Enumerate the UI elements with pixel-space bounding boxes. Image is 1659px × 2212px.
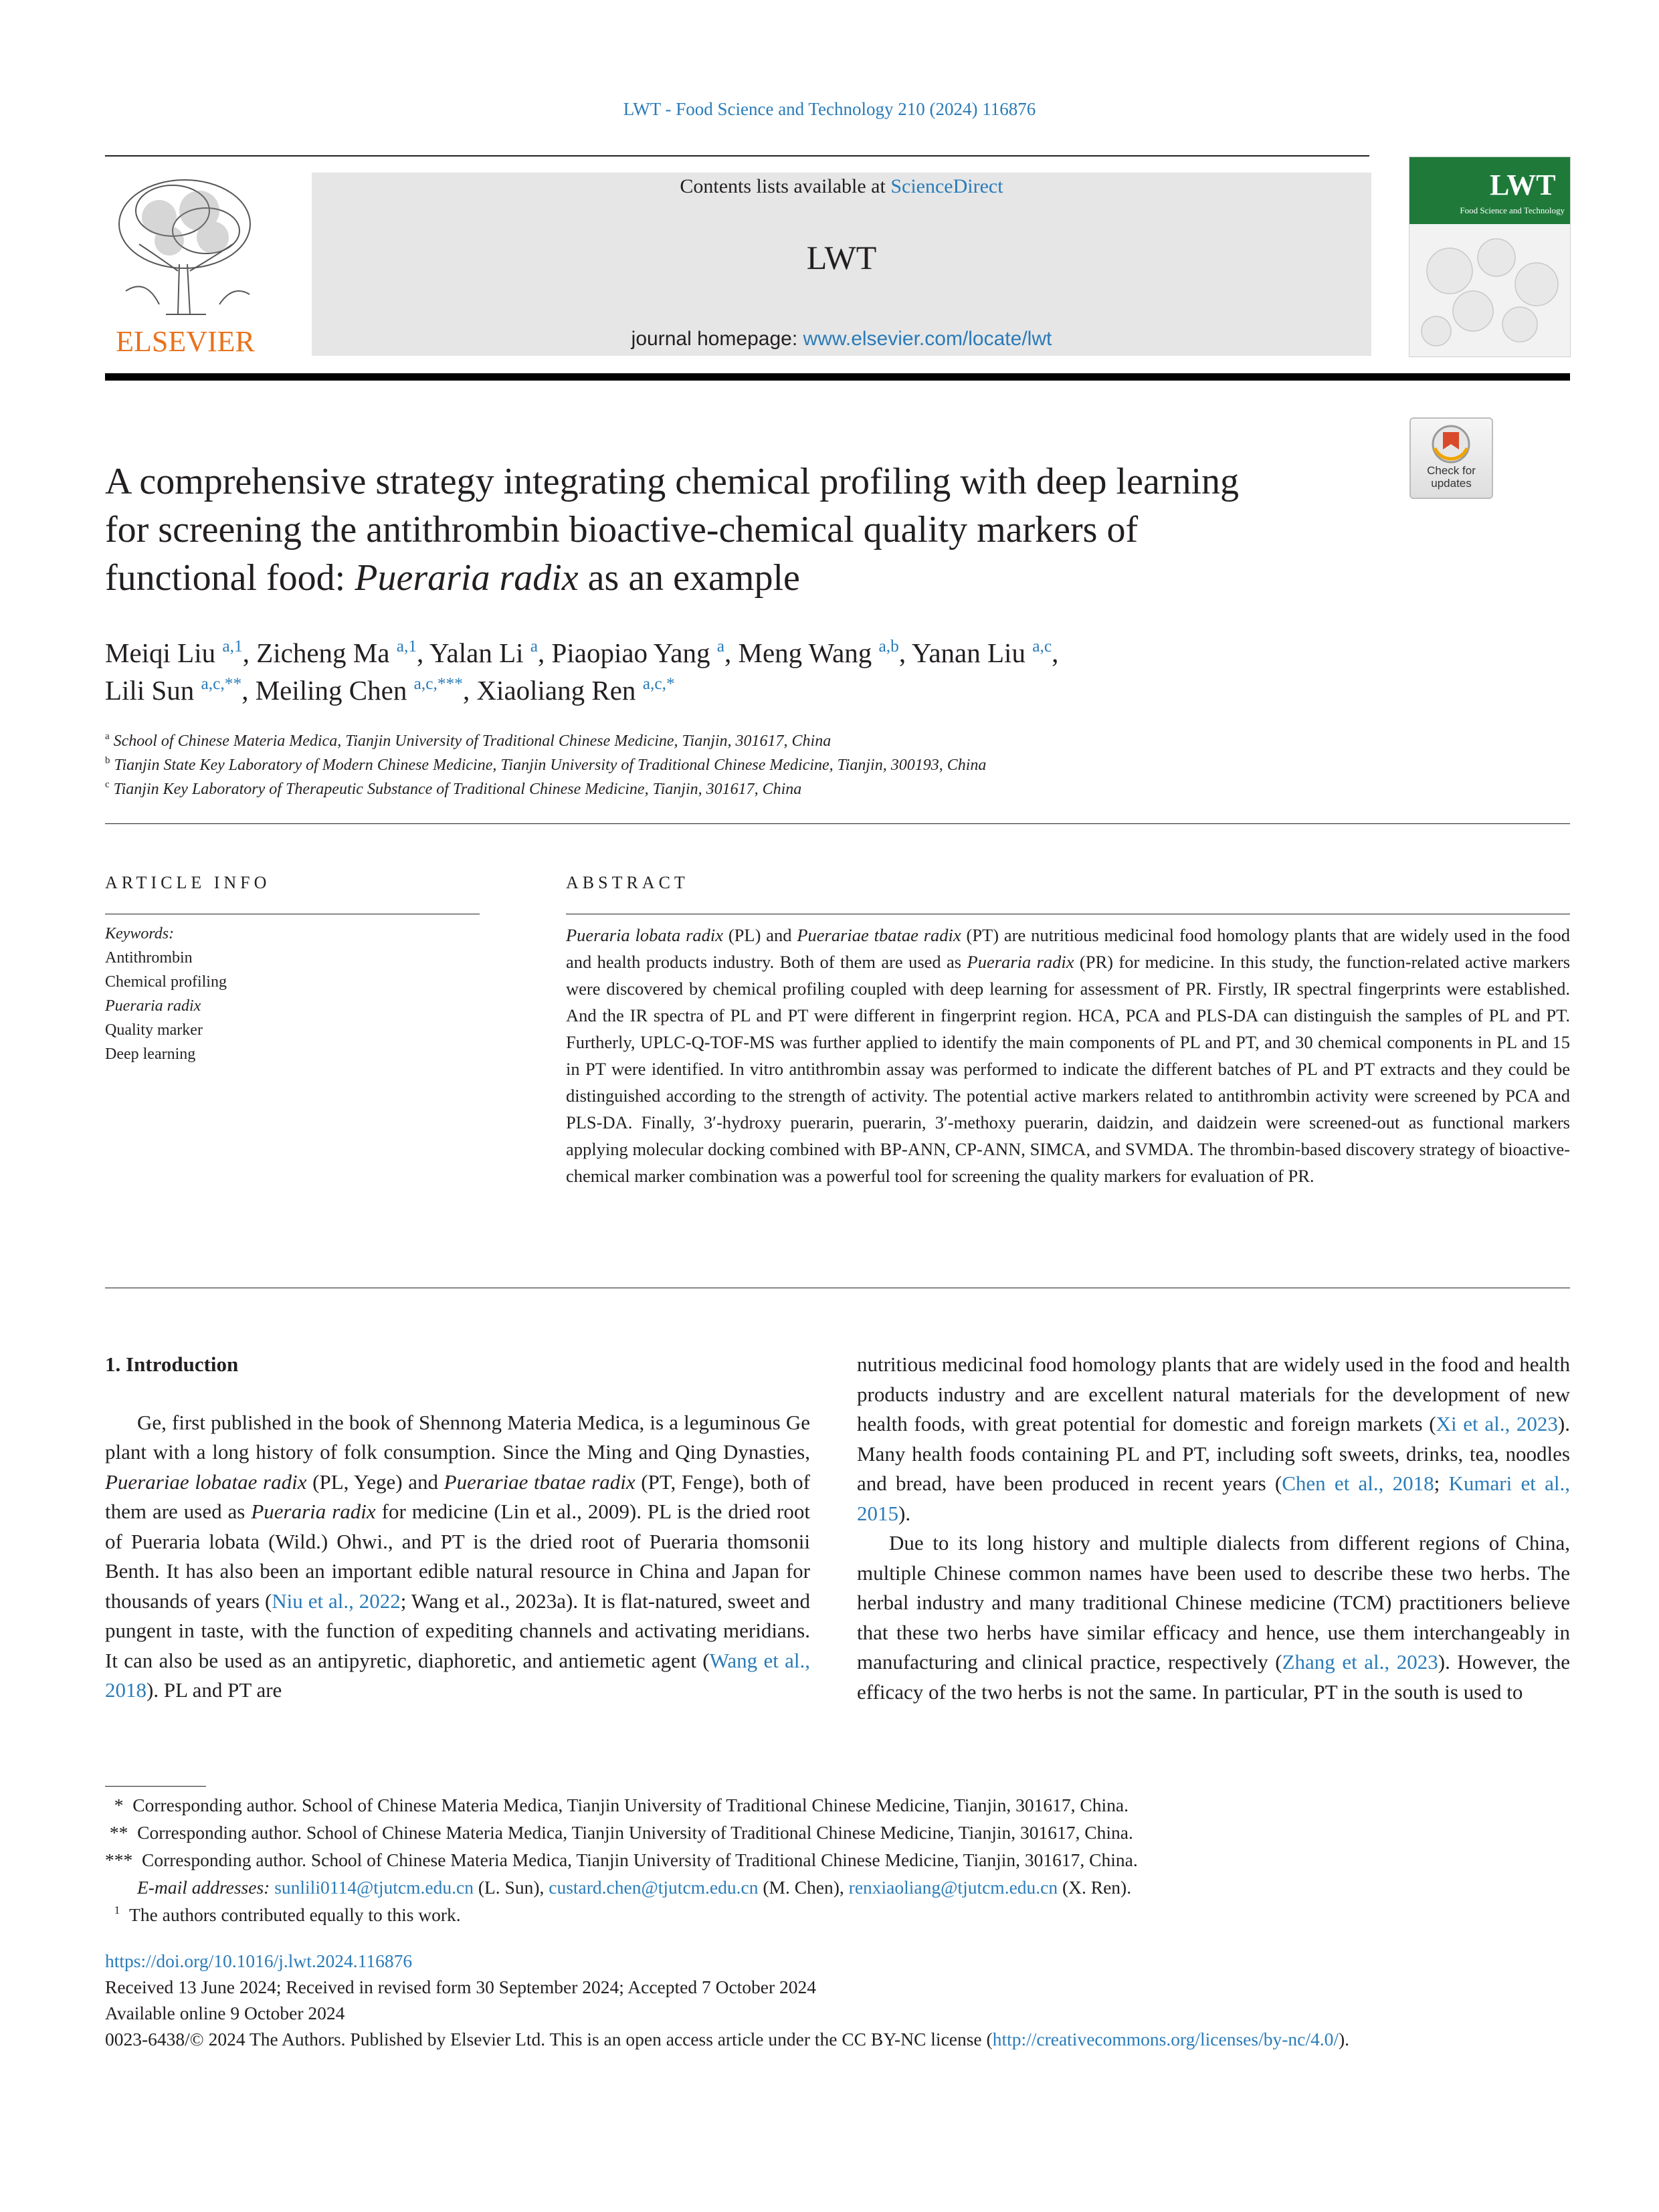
publication-info: https://doi.org/10.1016/j.lwt.2024.11687…: [105, 1948, 1570, 2052]
journal-cover[interactable]: LWT Food Science and Technology: [1409, 157, 1571, 357]
keyword: Chemical profiling: [105, 973, 227, 991]
cover-image: [1421, 238, 1559, 346]
affiliation: a School of Chinese Materia Medica, Tian…: [105, 731, 832, 750]
received-dates: Received 13 June 2024; Received in revis…: [105, 1977, 817, 1997]
footnotes: * Corresponding author. School of Chines…: [105, 1791, 1577, 1928]
title-line: functional food: Pueraria radix as an ex…: [105, 554, 1383, 602]
cover-title: LWT: [1490, 169, 1556, 201]
check-updates-icon: [1432, 425, 1470, 464]
author-line: Lili Sun a,c,**, Meiling Chen a,c,***, X…: [105, 674, 675, 706]
keyword: Quality marker: [105, 1021, 203, 1039]
affiliation: b Tianjin State Key Laboratory of Modern…: [105, 755, 987, 774]
header-top-rule: [105, 155, 1369, 157]
citation-link[interactable]: Chen et al., 2018: [1282, 1472, 1434, 1495]
title-text: as an example: [578, 557, 800, 599]
journal-name: LWT: [806, 239, 877, 276]
doi-link[interactable]: https://doi.org/10.1016/j.lwt.2024.11687…: [105, 1950, 413, 1971]
email-link[interactable]: custard.chen@tjutcm.edu.cn: [549, 1877, 759, 1898]
citation-link[interactable]: Kumari et al., 2015: [857, 1472, 1570, 1525]
journal-masthead: Contents lists available at ScienceDirec…: [312, 173, 1371, 356]
email-footnote: E-mail addresses: sunlili0114@tjutcm.edu…: [137, 1877, 1132, 1898]
cover-banner: [1409, 157, 1570, 224]
paragraph: Ge, first published in the book of Shenn…: [105, 1410, 811, 1702]
author[interactable]: Lili Sun a,c,**: [105, 674, 242, 706]
elsevier-wordmark: ELSEVIER: [116, 325, 255, 358]
sciencedirect-link[interactable]: ScienceDirect: [890, 175, 1003, 197]
keyword: Deep learning: [105, 1045, 196, 1063]
header-bottom-rule: [105, 373, 1570, 381]
affiliations: a School of Chinese Materia Medica, Tian…: [105, 729, 1376, 801]
author[interactable]: Yalan Li a: [429, 637, 539, 668]
journal-homepage: journal homepage: www.elsevier.com/locat…: [312, 328, 1371, 350]
citation-link[interactable]: Wang et al., 2018: [105, 1648, 810, 1702]
license-statement: 0023-6438/© 2024 The Authors. Published …: [105, 2029, 1350, 2049]
article-title: A comprehensive strategy integrating che…: [105, 458, 1383, 602]
author[interactable]: Meng Wang a,b: [738, 637, 899, 668]
title-text: functional food:: [105, 557, 355, 599]
keywords-block: Keywords: Antithrombin Chemical profilin…: [105, 922, 480, 1066]
footnote: 1 The authors contributed equally to thi…: [114, 1904, 461, 1925]
paragraph: nutritious medicinal food homology plant…: [857, 1352, 1570, 1525]
body-column-right: nutritious medicinal food homology plant…: [857, 1350, 1570, 1707]
journal-reference-link[interactable]: LWT - Food Science and Technology 210 (2…: [623, 99, 1036, 119]
author[interactable]: Zicheng Ma a,1: [256, 637, 417, 668]
contents-available: Contents lists available at ScienceDirec…: [312, 175, 1371, 198]
abstract-text: Pueraria lobata radix (PL) and Puerariae…: [566, 925, 1571, 1186]
title-species: Pueraria radix: [355, 557, 579, 599]
title-line: for screening the antithrombin bioactive…: [105, 509, 1139, 550]
author[interactable]: Meiling Chen a,c,***: [255, 674, 463, 706]
section-divider: [105, 823, 1570, 824]
keywords-label: Keywords:: [105, 925, 175, 942]
author[interactable]: Xiaoliang Ren a,c,*: [476, 674, 675, 706]
affiliation: c Tianjin Key Laboratory of Therapeutic …: [105, 779, 802, 798]
footnote: *** Corresponding author. School of Chin…: [105, 1849, 1138, 1870]
check-for-updates-button[interactable]: Check for updates: [1409, 417, 1493, 499]
author[interactable]: Piaopiao Yang a: [551, 637, 724, 668]
homepage-label: journal homepage:: [631, 328, 803, 350]
email-label: E-mail addresses:: [137, 1877, 270, 1898]
body-column-left: 1. Introduction Ge, first published in t…: [105, 1350, 810, 1706]
footnote-rule: [105, 1786, 206, 1787]
article-info-heading: ARTICLE INFO: [105, 873, 271, 892]
footnote: * Corresponding author. School of Chines…: [114, 1795, 1129, 1815]
abstract-heading: ABSTRACT: [566, 873, 689, 892]
citation-link[interactable]: Zhang et al., 2023: [1282, 1650, 1438, 1674]
elsevier-tree-icon: ELSEVIER: [116, 179, 256, 358]
keyword: Antithrombin: [105, 949, 193, 967]
title-line: A comprehensive strategy integrating che…: [105, 461, 1240, 502]
homepage-link[interactable]: www.elsevier.com/locate/lwt: [803, 328, 1052, 350]
available-online: Available online 9 October 2024: [105, 2003, 345, 2023]
check-updates-label: Check for updates: [1427, 464, 1476, 490]
citation-link[interactable]: Xi et al., 2023: [1436, 1412, 1558, 1435]
cover-subtitle: Food Science and Technology: [1460, 205, 1565, 215]
paragraph: Due to its long history and multiple dia…: [857, 1531, 1570, 1704]
author[interactable]: Meiqi Liu a,1: [105, 637, 243, 668]
email-link[interactable]: renxiaoliang@tjutcm.edu.cn: [848, 1877, 1058, 1898]
citation-link[interactable]: Niu et al., 2022: [272, 1589, 401, 1613]
license-link[interactable]: http://creativecommons.org/licenses/by-n…: [992, 2029, 1339, 2049]
author[interactable]: Yanan Liu a,c: [911, 637, 1052, 668]
elsevier-logo[interactable]: ELSEVIER: [99, 171, 272, 361]
email-link[interactable]: sunlili0114@tjutcm.edu.cn: [274, 1877, 474, 1898]
footnote: ** Corresponding author. School of Chine…: [109, 1822, 1133, 1843]
author-line: Meiqi Liu a,1, Zicheng Ma a,1, Yalan Li …: [105, 637, 1059, 668]
keyword: Pueraria radix: [105, 997, 201, 1015]
author-list: Meiqi Liu a,1, Zicheng Ma a,1, Yalan Li …: [105, 634, 1403, 709]
contents-prefix: Contents lists available at: [680, 175, 891, 197]
section-heading-introduction: 1. Introduction: [105, 1352, 239, 1376]
